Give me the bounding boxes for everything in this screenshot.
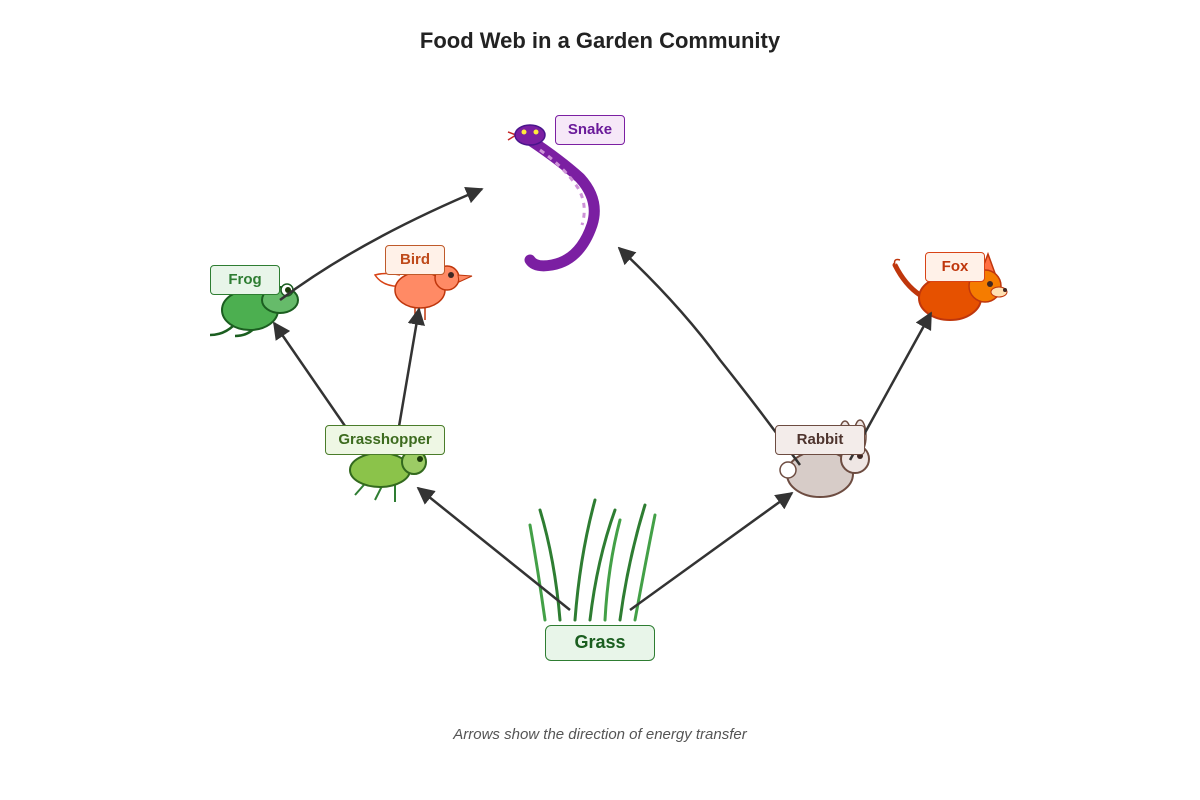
label-snake: Snake bbox=[555, 115, 625, 145]
diagram-caption: Arrows show the direction of energy tran… bbox=[453, 726, 747, 743]
snake-icon bbox=[507, 124, 600, 272]
grass-icon bbox=[528, 498, 657, 622]
energy-flow-arrows bbox=[272, 187, 933, 612]
label-fox: Fox bbox=[925, 252, 985, 282]
label-grass: Grass bbox=[545, 625, 655, 661]
arrow-frog-to-snake bbox=[279, 187, 484, 302]
diagram-title: Food Web in a Garden Community bbox=[419, 28, 781, 53]
label-frog: Frog bbox=[210, 265, 280, 295]
label-grasshopper: Grasshopper bbox=[325, 425, 445, 455]
grasshopper-icon bbox=[349, 449, 427, 502]
arrow-rabbit-to-snake bbox=[617, 246, 802, 466]
label-bird: Bird bbox=[385, 245, 445, 275]
label-rabbit: Rabbit bbox=[775, 425, 865, 455]
arrow-grass-to-rabbit bbox=[629, 491, 794, 612]
arrow-grass-to-grasshopper bbox=[416, 486, 571, 611]
